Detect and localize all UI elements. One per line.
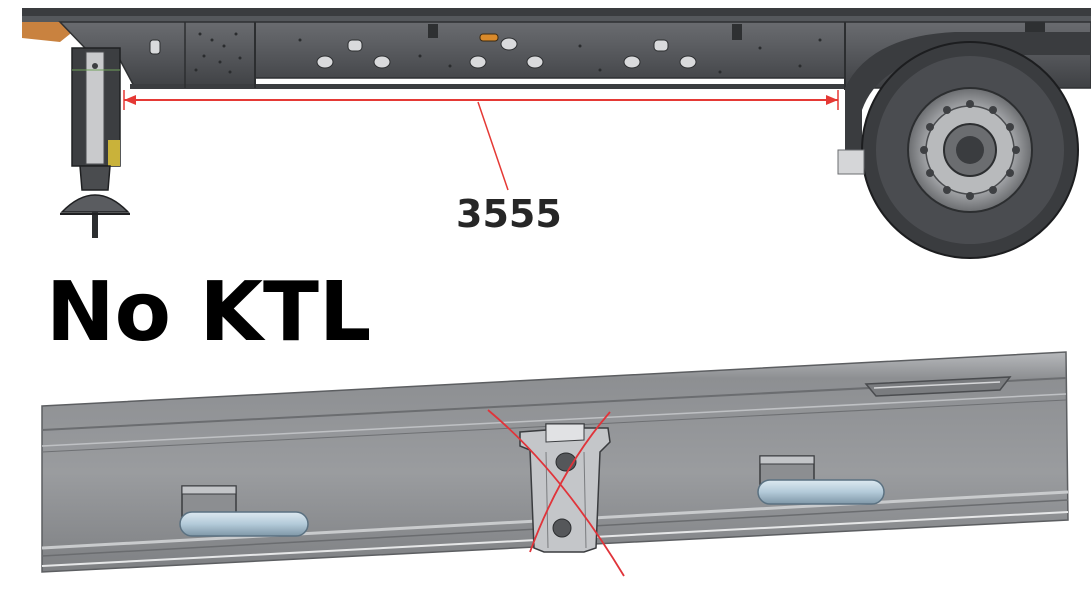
no-ktl-label: No KTL [46, 265, 371, 360]
landing-leg-icon [60, 47, 130, 238]
wheel-icon [837, 32, 1091, 259]
lashing-roller-right [757, 455, 885, 505]
frame-holes [149, 37, 697, 69]
lashing-roller-left [179, 485, 309, 537]
rail-slot [864, 376, 1012, 397]
dimension-value: 3555 [456, 192, 562, 236]
trailer-side-view: 3555 [22, 8, 1091, 259]
dimension-line [123, 90, 839, 191]
rail-detail-view [41, 351, 1069, 577]
dimension-leader-line [477, 101, 509, 191]
cross-out-mark-icon [487, 409, 625, 577]
deck-top-rail [22, 8, 1091, 16]
